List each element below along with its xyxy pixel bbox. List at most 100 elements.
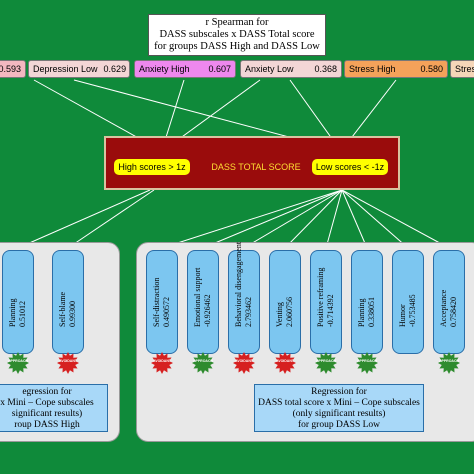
regression-high-line-4: roup DASS High xyxy=(14,420,80,430)
badge-text: AVOIDANT xyxy=(234,359,254,363)
arrow-high-to-item xyxy=(17,189,151,249)
arrow-low-to-item xyxy=(243,189,343,249)
coping-pill: Positive reframing-0.714392 xyxy=(310,250,342,354)
coping-label: Humor xyxy=(398,304,407,327)
avoidant-badge-icon: AVOIDANT xyxy=(233,352,255,374)
regression-low-line-2: DASS total score x Mini – Cope subscales xyxy=(258,398,420,408)
badge-star-shape xyxy=(57,352,79,374)
subscale-box: 0.593 xyxy=(0,60,26,78)
coping-value: 2.060756 xyxy=(285,297,294,327)
subscale-value: 0.368 xyxy=(314,64,337,74)
title-line-2: DASS subscales x DASS Total score xyxy=(159,29,315,40)
badge-text: APPROACH xyxy=(192,359,214,363)
badge-star-shape xyxy=(356,352,378,374)
subscale-box: Anxiety High 0.607 xyxy=(134,60,236,78)
badge-star-shape xyxy=(274,352,296,374)
coping-label: Emotional support xyxy=(193,267,202,327)
coping-label: Self-distraction xyxy=(152,277,161,327)
subscale-value: 0.629 xyxy=(103,64,127,74)
subscale-box: Stres xyxy=(450,60,474,78)
coping-value: -0.753485 xyxy=(408,294,417,327)
regression-high-line-3: significant results) xyxy=(11,409,83,419)
badge-text: AVOIDANT xyxy=(58,359,78,363)
coping-pill: Humor-0.753485 xyxy=(392,250,424,354)
avoidant-badge-icon: AVOIDANT xyxy=(274,352,296,374)
subscale-label: Anxiety Low xyxy=(245,64,294,74)
coping-value: 2.793462 xyxy=(244,297,253,327)
approach-badge-icon: APPROACH xyxy=(356,352,378,374)
coping-label: Planning xyxy=(8,298,17,327)
badge-star-shape xyxy=(151,352,173,374)
badge-text: APPROACH xyxy=(315,359,337,363)
title-line-1: r Spearman for xyxy=(205,17,269,28)
subscale-box: Anxiety Low 0.368 xyxy=(240,60,342,78)
arrow-low-to-item xyxy=(324,189,343,249)
dass-total-label: DASS TOTAL SCORE xyxy=(211,162,301,172)
badge-star-shape xyxy=(233,352,255,374)
regression-box-high: egression for x Mini – Cope subscales si… xyxy=(0,384,108,432)
arrow-low-to-item xyxy=(341,189,368,249)
approach-badge-icon: APPROACH xyxy=(315,352,337,374)
subscale-label: Stres xyxy=(455,64,474,74)
arrow-low-to-item xyxy=(341,189,409,249)
regression-low-line-1: Regression for xyxy=(311,387,367,397)
title-line-3: for groups DASS High and DASS Low xyxy=(154,41,320,52)
subscale-value: 0.593 xyxy=(0,64,21,74)
coping-label: Self-blame xyxy=(58,291,67,327)
coping-label: Planning xyxy=(357,298,366,327)
regression-low-line-4: for group DASS Low xyxy=(297,420,381,430)
approach-badge-icon: APPROACH xyxy=(438,352,460,374)
badge-text: APPROACH xyxy=(7,359,29,363)
approach-badge-icon: APPROACH xyxy=(7,352,29,374)
badge-text: AVOIDANT xyxy=(152,359,172,363)
badge-star-shape xyxy=(438,352,460,374)
coping-value: 0.490572 xyxy=(162,297,171,327)
avoidant-badge-icon: AVOIDANT xyxy=(151,352,173,374)
approach-badge-icon: APPROACH xyxy=(192,352,214,374)
coping-pill: Emotional support-0.926462 xyxy=(187,250,219,354)
title-box: r Spearman for DASS subscales x DASS Tot… xyxy=(148,14,326,56)
coping-value: 0.51012 xyxy=(18,301,27,327)
arrow-low-to-item xyxy=(161,189,343,250)
subscale-value: 0.580 xyxy=(420,64,443,74)
badge-text: APPROACH xyxy=(438,359,460,363)
avoidant-badge-icon: AVOIDANT xyxy=(57,352,79,374)
high-scores-label: High scores > 1z xyxy=(114,159,190,175)
coping-label: Venting xyxy=(275,302,284,327)
arrow-low-to-item xyxy=(341,189,450,249)
coping-label: Behavioral disengagement xyxy=(234,241,243,327)
arrow-low-to-item xyxy=(202,189,343,249)
regression-high-line-1: egression for xyxy=(22,387,72,397)
coping-pill-text: Emotional support-0.926462 xyxy=(193,268,213,327)
coping-value: -0.926462 xyxy=(203,294,212,327)
subscale-label: Anxiety High xyxy=(139,64,190,74)
subscale-label: Stress High xyxy=(349,64,396,74)
badge-star-shape xyxy=(7,352,29,374)
regression-box-low: Regression for DASS total score x Mini –… xyxy=(254,384,424,432)
arrow-high-to-item xyxy=(67,189,155,249)
arrow-low-to-item xyxy=(284,189,343,249)
dass-total-box: High scores > 1z DASS TOTAL SCORE Low sc… xyxy=(104,136,400,190)
badge-star-shape xyxy=(192,352,214,374)
coping-pill-text: Humor-0.753485 xyxy=(398,294,418,327)
subscale-label: Depression Low xyxy=(33,64,98,74)
regression-low-line-3: (only significant results) xyxy=(292,409,386,419)
coping-value: 0.99300 xyxy=(68,301,77,327)
subscale-value: 0.607 xyxy=(208,64,231,74)
coping-label: Acceptance xyxy=(439,289,448,327)
badge-star-shape xyxy=(315,352,337,374)
coping-value: 0.338051 xyxy=(367,297,376,327)
low-scores-label: Low scores < -1z xyxy=(312,159,388,175)
coping-label: Positive reframing xyxy=(316,267,325,327)
